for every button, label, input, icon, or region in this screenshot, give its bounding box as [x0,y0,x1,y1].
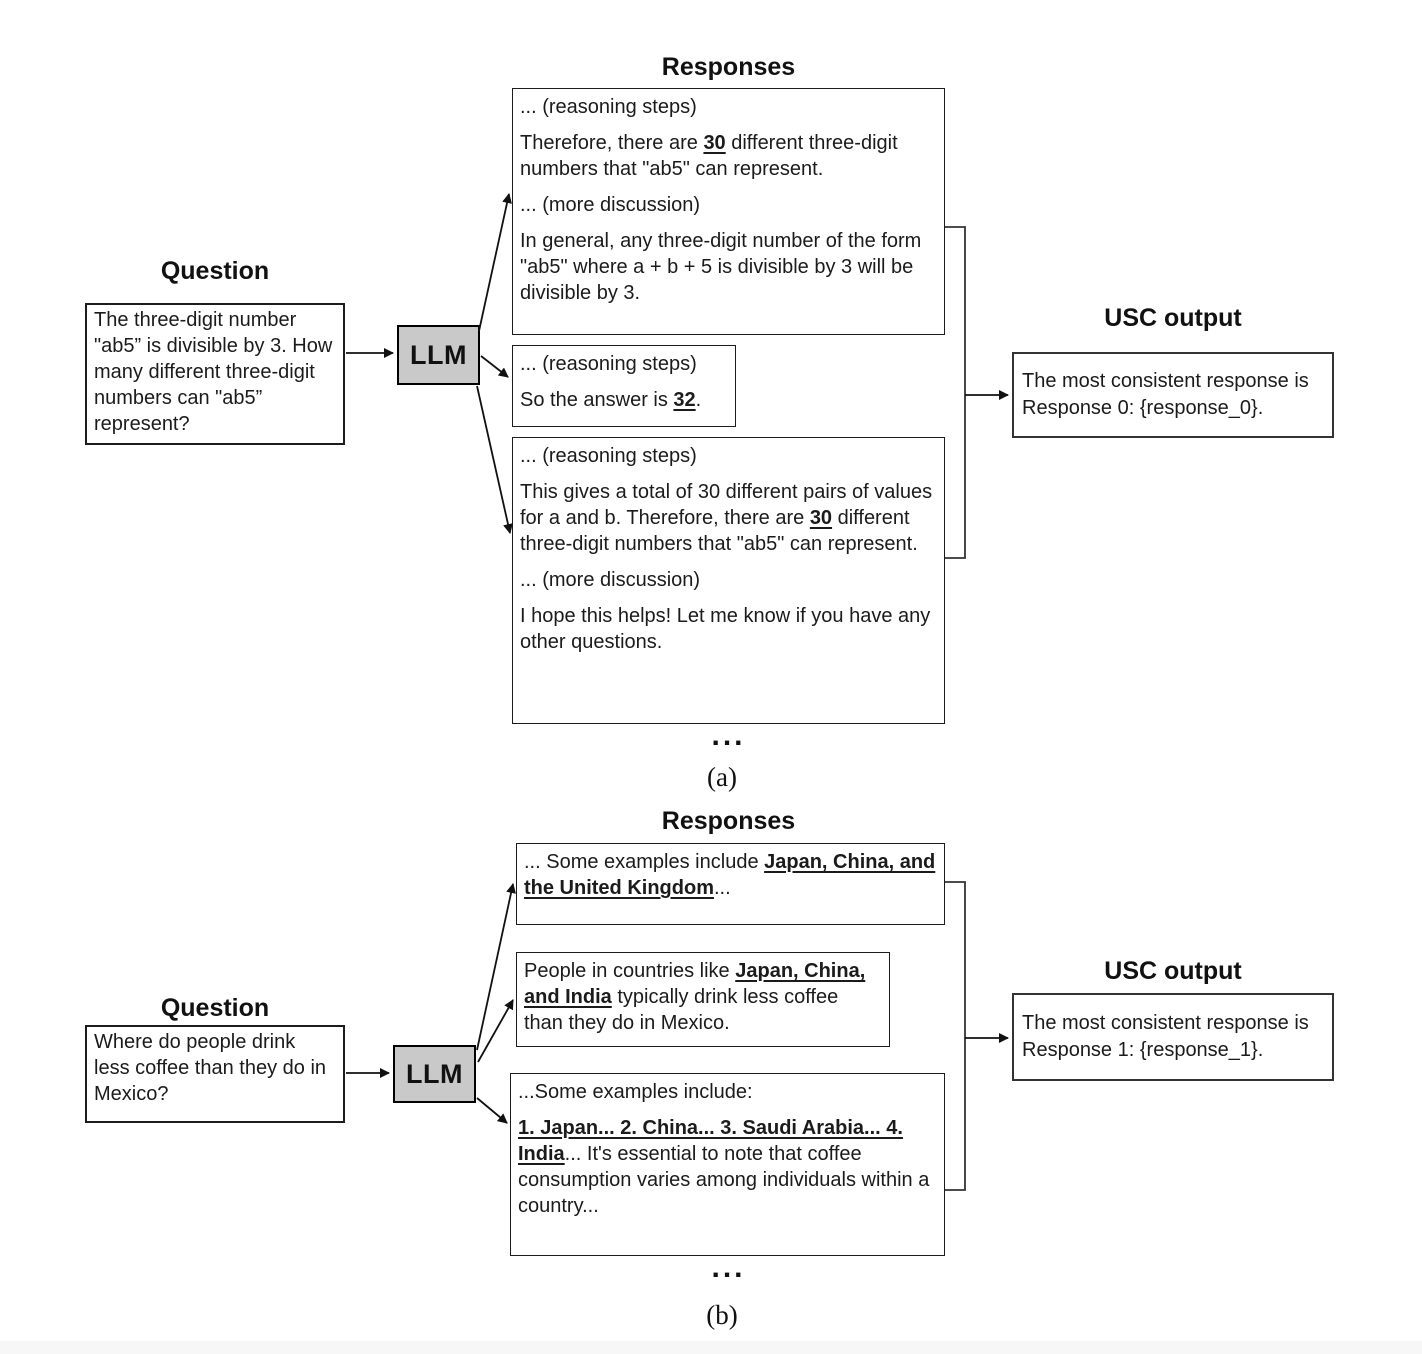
response-paragraph: 1. Japan... 2. China... 3. Saudi Arabia.… [518,1115,937,1219]
panel-b-ellipsis: ... [711,1251,746,1284]
arrow-b-llm-to-response-1 [477,999,514,1063]
response-paragraph: So the answer is 32. [520,387,728,413]
panel-a-question-box: The three-digit number "ab5” is divisibl… [85,303,345,445]
text-segment: typically drink less coffee than they do… [524,986,839,1034]
panel-a-llm-box: LLM [397,325,480,385]
panel-a-label: (a) [707,762,737,792]
panel-a-ellipsis: ... [711,719,746,752]
text-segment: . [695,389,702,411]
panel-a-response-1-box: ... (reasoning steps) So the answer is 32… [512,345,736,427]
text-segment: Japan, China, and the United Kingdom [524,851,936,899]
text-segment: 32 [673,389,696,411]
response-paragraph: ... (more discussion) [520,567,937,593]
response-paragraph: This gives a total of 30 different pairs… [520,479,937,557]
panel-a-question-text: The three-digit number "ab5” is divisibl… [94,309,333,435]
arrow-a-llm-to-response-1 [480,355,509,378]
panel-b-llm-label: LLM [406,1058,463,1089]
panel-b-question-text: Where do people drink less coffee than t… [94,1031,327,1105]
panel-a-response-2-box: ... (reasoning steps) This gives a total … [512,437,945,724]
text-segment: ...Some examples include: [518,1081,753,1103]
arrow-b-llm-to-response-0 [476,883,516,1051]
panel-b-response-1-box: People in countries like Japan, China, a… [516,952,890,1047]
text-segment: 30 [703,132,726,154]
text-segment: Japan, China, and India [524,960,866,1008]
panel-b-usc-text: The most consistent response is Response… [1022,1012,1309,1061]
panel-a-response-0-box: ... (reasoning steps) Therefore, there ar… [512,88,945,335]
panel-a-responses-header: Responses [661,53,796,81]
panel-b-llm-box: LLM [393,1045,476,1103]
panel-a-question-header: Question [160,257,270,285]
response-paragraph: People in countries like Japan, China, a… [524,958,882,1036]
text-segment: 30 [809,507,833,529]
panel-b-response-0-box: ... Some examples include Japan, China, … [516,843,945,925]
response-paragraph: I hope this helps! Let me know if you ha… [520,603,937,655]
response-paragraph: ...Some examples include: [518,1079,937,1105]
text-segment: ... [713,877,731,899]
text-segment: ... (reasoning steps) [520,96,697,118]
response-paragraph: ... (reasoning steps) [520,94,937,120]
panel-b-question-header: Question [160,994,270,1022]
panel-b-question-box: Where do people drink less coffee than t… [85,1025,345,1123]
text-segment: People in countries like [524,960,736,982]
panel-a-usc-box: The most consistent response is Response… [1012,352,1334,438]
text-segment: different three-digit numbers that "ab5"… [520,132,898,180]
arrow-b-llm-to-response-2 [476,1097,508,1124]
text-segment: So the answer is [520,389,674,411]
text-segment: ... (reasoning steps) [520,353,697,375]
response-paragraph: ... (reasoning steps) [520,351,728,377]
text-segment: different three-digit numbers that "ab5"… [520,507,918,555]
response-paragraph: Therefore, there are 30 different three-… [520,130,937,182]
panel-b-usc-box: The most consistent response is Response… [1012,993,1334,1081]
text-segment: ... (more discussion) [520,569,701,591]
text-segment: 1. Japan... 2. China... 3. Saudi Arabia.… [518,1117,903,1165]
bracket-a-responses [945,226,966,559]
arrow-a-llm-to-response-0 [478,193,512,332]
response-paragraph: In general, any three-digit number of th… [520,228,937,306]
panel-b-response-2-box: ...Some examples include: 1. Japan... 2. … [510,1073,945,1256]
bottom-strip [0,1341,1422,1354]
response-paragraph: ... (more discussion) [520,192,937,218]
panel-a-usc-header: USC output [1104,304,1242,332]
text-segment: Therefore, there are [520,132,704,154]
panel-a-usc-text: The most consistent response is Response… [1022,370,1309,419]
text-segment: I hope this helps! Let me know if you ha… [520,605,931,653]
text-segment: ... Some examples include [524,851,765,873]
text-segment: ... (reasoning steps) [520,445,697,467]
panel-a-llm-label: LLM [410,339,467,370]
response-paragraph: ... (reasoning steps) [520,443,937,469]
panel-b-label: (b) [706,1300,738,1330]
arrow-a-llm-to-response-2 [476,385,513,534]
text-segment: This gives a total of 30 different pairs… [520,481,933,529]
text-segment: ... (more discussion) [520,194,701,216]
bracket-b-responses [945,881,966,1191]
response-paragraph: ... Some examples include Japan, China, … [524,849,937,901]
panel-b-responses-header: Responses [661,807,796,835]
text-segment: ... It's essential to note that coffee c… [518,1143,930,1217]
text-segment: In general, any three-digit number of th… [520,230,922,304]
panel-b-usc-header: USC output [1104,957,1242,985]
